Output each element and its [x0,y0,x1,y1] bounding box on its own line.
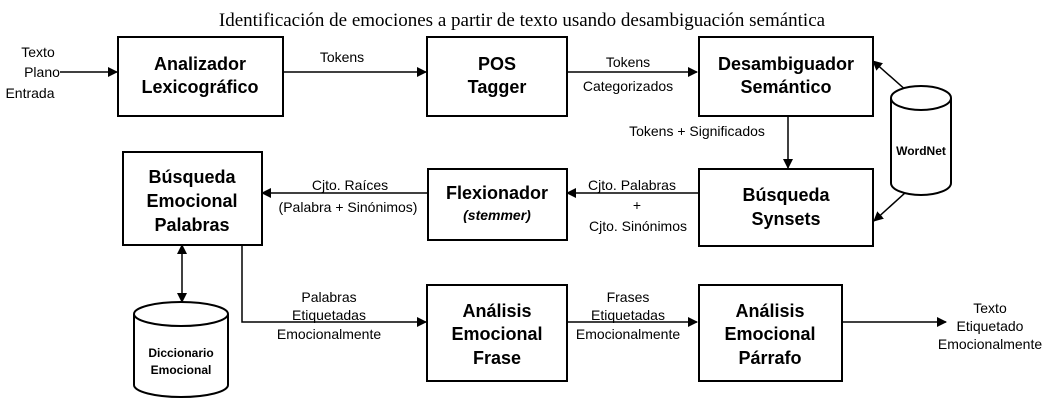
box-label: Búsqueda [148,167,236,187]
box-label: Lexicográfico [141,77,258,97]
analisis-emocional-frase-box: Análisis Emocional Frase [426,284,568,382]
desambiguador-semantico-box: Desambiguador Semántico [698,36,874,117]
box-label: POS [478,54,516,74]
svg-text:Cjto. Sinónimos: Cjto. Sinónimos [589,218,687,234]
box-label: Synsets [751,209,820,229]
busqueda-emocional-palabras-box: Búsqueda Emocional Palabras [122,151,263,246]
svg-text:Etiquetadas: Etiquetadas [591,307,665,323]
box-label: Búsqueda [742,185,830,205]
analisis-emocional-parrafo-box: Análisis Emocional Párrafo [698,284,843,382]
svg-text:+: + [633,197,641,213]
frases-etiquetadas-label: Frases Etiquetadas Emocionalmente [571,289,687,342]
wordnet-database: WordNet [890,85,952,196]
palabras-etiquetadas-arrow [241,245,427,327]
svg-text:Emocionalmente: Emocionalmente [576,326,680,342]
svg-text:Plano: Plano [24,64,60,80]
diagram-title: Identificación de emociones a partir de … [219,10,826,31]
output-label: Texto Etiquetado Emocionalmente [938,300,1042,352]
flexionador-box: Flexionador (stemmer) [427,168,568,241]
svg-text:Cjto. Palabras: Cjto. Palabras [588,177,676,193]
cjto-palabras-label: Cjto. Palabras + Cjto. Sinónimos [588,177,687,234]
box-label: Frase [473,348,521,368]
busqueda-synsets-box: Búsqueda Synsets [698,168,874,247]
database-label: Diccionario [148,346,213,360]
svg-text:Emocionalmente: Emocionalmente [277,326,381,342]
box-label: Análisis [735,301,804,321]
analizador-lexicografico-box: Analizador Lexicográfico [117,36,284,117]
svg-text:Texto: Texto [21,44,55,60]
tokens-significados-label: Tokens + Significados [629,123,765,139]
database-label: Emocional [151,363,212,377]
box-label: Semántico [740,77,831,97]
svg-text:Texto: Texto [973,300,1007,316]
box-label: Analizador [154,54,246,74]
input-label: Texto Plano Entrada [5,44,60,101]
box-label: Emocional [451,324,542,344]
tokens-label: Tokens [320,49,364,65]
svg-text:Categorizados: Categorizados [583,78,673,94]
box-label: Párrafo [738,348,801,368]
svg-text:Frases: Frases [607,289,650,305]
box-label: Análisis [462,301,531,321]
box-label: Emocional [724,324,815,344]
tokens-categorizados-label: Tokens Categorizados [572,54,682,95]
svg-text:Tokens + Significados: Tokens + Significados [629,123,765,139]
svg-text:Emocionalmente: Emocionalmente [938,336,1042,352]
svg-text:(Palabra + Sinónimos): (Palabra + Sinónimos) [279,199,418,215]
cjto-raices-label: Cjto. Raíces (Palabra + Sinónimos) [279,177,418,215]
svg-text:Tokens: Tokens [606,54,650,70]
svg-text:Etiquetadas: Etiquetadas [292,307,366,323]
diccionario-emocional-database: Diccionario Emocional [133,301,229,398]
box-label: Palabras [154,215,229,235]
database-label: WordNet [896,144,946,158]
svg-text:Cjto. Raíces: Cjto. Raíces [312,177,388,193]
box-label: Emocional [146,191,237,211]
box-label: Desambiguador [718,54,854,74]
box-label: Flexionador [446,183,548,203]
pos-tagger-box: POS Tagger [426,36,568,117]
box-sublabel: (stemmer) [463,207,531,223]
svg-text:Entrada: Entrada [5,85,54,101]
box-label: Tagger [468,77,527,97]
svg-text:Etiquetado: Etiquetado [957,318,1024,334]
svg-text:Palabras: Palabras [301,289,356,305]
svg-text:Tokens: Tokens [320,49,364,65]
palabras-etiquetadas-label: Palabras Etiquetadas Emocionalmente [270,289,390,342]
